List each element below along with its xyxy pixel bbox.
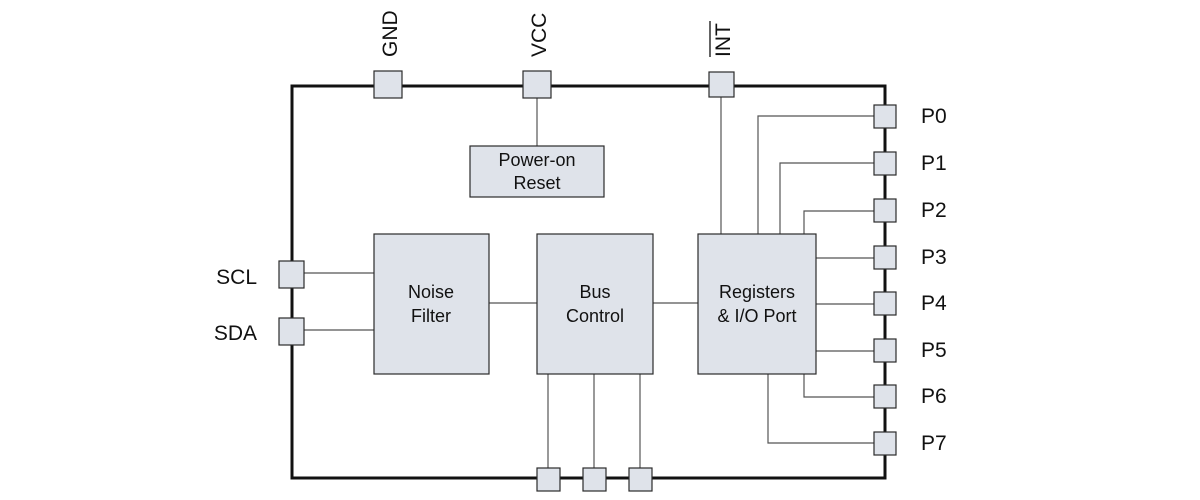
scl-pin [278, 260, 305, 289]
int-label: INT [712, 23, 735, 57]
bus-control-block: Bus Control [536, 233, 654, 375]
int-pin [708, 71, 735, 98]
p3-pin [873, 245, 897, 270]
p5-label: P5 [921, 339, 947, 362]
p5-pin [873, 338, 897, 363]
scl-label: SCL [216, 266, 257, 289]
p0-pin [873, 104, 897, 129]
p1-pin [873, 151, 897, 176]
p6-label: P6 [921, 385, 947, 408]
sda-label: SDA [214, 322, 257, 345]
registers-label-line-2: & I/O Port [717, 306, 796, 326]
vcc-label: VCC [528, 13, 551, 57]
bottom-pin-2 [582, 467, 607, 492]
noise-filter-block: Noise Filter [373, 233, 490, 375]
noise-filter-label-line-2: Filter [411, 306, 451, 326]
registers-label-line-1: Registers [719, 282, 795, 302]
noise-filter-label-line-1: Noise [408, 282, 454, 302]
p3-label: P3 [921, 246, 947, 269]
p1-label: P1 [921, 152, 947, 175]
p2-label: P2 [921, 199, 947, 222]
gnd-pin [373, 70, 403, 99]
power-on-reset-block: Power-on Reset [469, 145, 605, 198]
bottom-pin-1 [536, 467, 561, 492]
bus-control-label-line-2: Control [566, 306, 624, 326]
p4-label: P4 [921, 292, 947, 315]
power-on-reset-label-line-1: Power-on [498, 150, 575, 170]
bottom-pin-3 [628, 467, 653, 492]
sda-pin [278, 317, 305, 346]
gnd-label: GND [379, 10, 402, 57]
p6-pin [873, 384, 897, 409]
p7-label: P7 [921, 432, 947, 455]
p0-label: P0 [921, 105, 947, 128]
registers-io-port-block: Registers & I/O Port [697, 233, 817, 375]
p4-pin [873, 291, 897, 316]
vcc-pin [522, 70, 552, 99]
p2-pin [873, 198, 897, 223]
connection-wires [304, 97, 874, 468]
p7-pin [873, 431, 897, 456]
bus-control-label-line-1: Bus [579, 282, 610, 302]
power-on-reset-label-line-2: Reset [513, 173, 560, 193]
